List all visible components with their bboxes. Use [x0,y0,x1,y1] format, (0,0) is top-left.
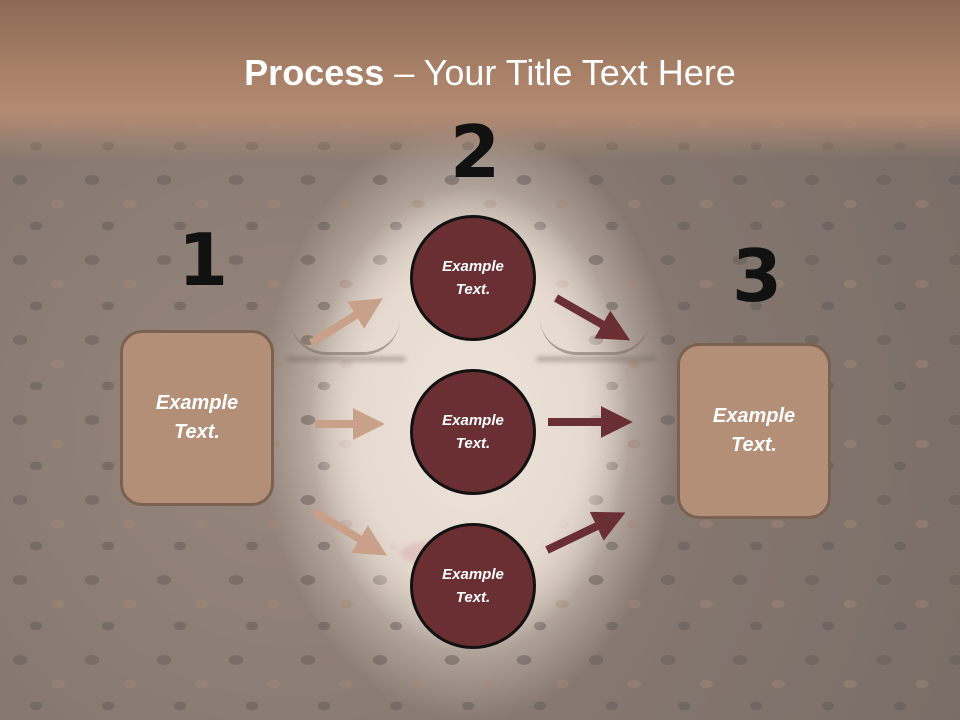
circle-middle-text: Example Text. [442,412,504,452]
title-rest: – Your Title Text Here [384,52,736,93]
step-number-3: 3 [732,234,783,318]
circle-top-text: Example Text. [442,258,504,298]
circle-bottom[interactable]: Example Text. [410,523,536,649]
right-box-text: Example Text. [712,405,796,456]
arrow-to-circle-bottom [312,508,387,556]
left-eyelash [286,356,406,362]
arrow-from-circle-bottom [545,511,626,554]
title-band [0,0,960,160]
circle-middle[interactable]: Example Text. [410,369,536,495]
circle-bottom-text: Example Text. [442,566,504,606]
left-eye [290,318,400,355]
right-box[interactable]: Example Text. [677,343,831,519]
arrow-from-circle-top [554,294,631,341]
slide-title: Process – Your Title Text Here [0,52,960,94]
circle-top[interactable]: Example Text. [410,215,536,341]
arrow-to-circle-top [308,298,383,347]
right-eye [540,318,650,355]
title-bold: Process [244,52,385,93]
step-number-1: 1 [178,218,229,302]
left-box-text: Example Text. [155,392,239,443]
right-eyelash [536,356,656,362]
left-box[interactable]: Example Text. [120,330,274,506]
step-number-2: 2 [450,110,501,194]
